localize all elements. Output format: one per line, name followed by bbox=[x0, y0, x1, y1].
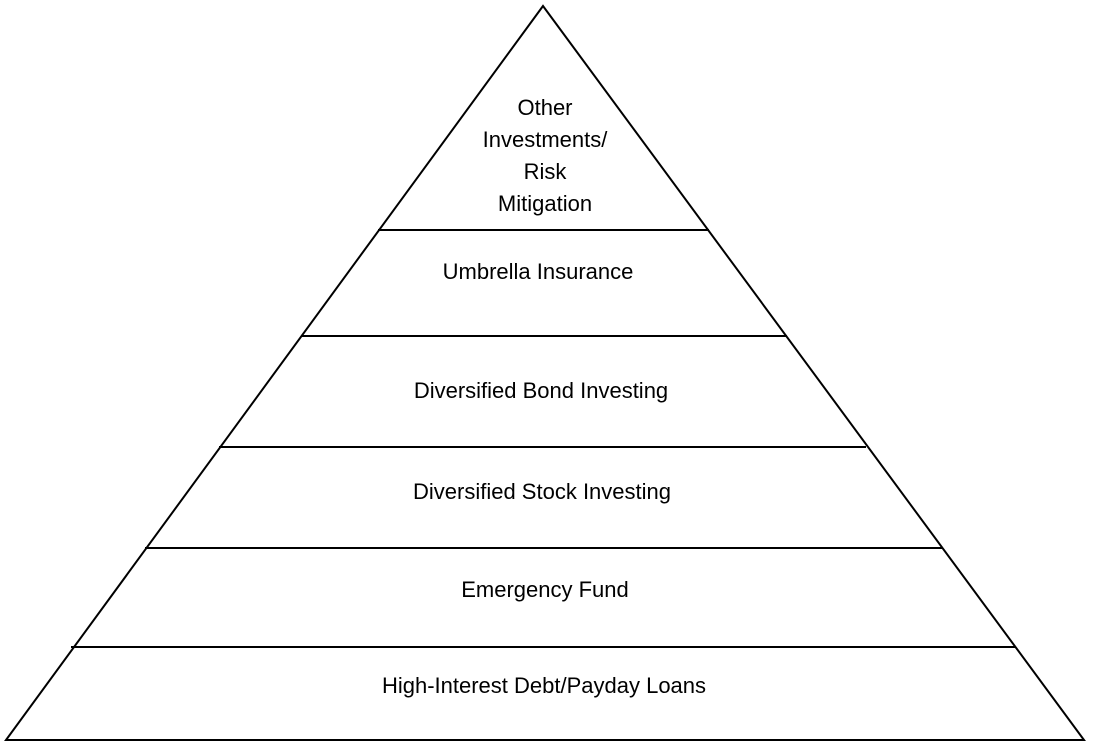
pyramid-outline bbox=[4, 4, 1086, 741]
tier-label-diversified-bond: Diversified Bond Investing bbox=[414, 378, 668, 403]
tier-label-line: Risk bbox=[524, 159, 568, 184]
tier-label-line: Other bbox=[517, 95, 572, 120]
tier-label-high-interest-debt: High-Interest Debt/Payday Loans bbox=[382, 673, 706, 698]
tier-label-line: Mitigation bbox=[498, 191, 592, 216]
tier-label-emergency-fund: Emergency Fund bbox=[461, 577, 629, 602]
tier-label-diversified-stock: Diversified Stock Investing bbox=[413, 479, 671, 504]
tier-other-investments: Other Investments/ Risk Mitigation bbox=[483, 95, 609, 216]
tier-label-line: Investments/ bbox=[483, 127, 609, 152]
tier-label-umbrella-insurance: Umbrella Insurance bbox=[443, 259, 634, 284]
